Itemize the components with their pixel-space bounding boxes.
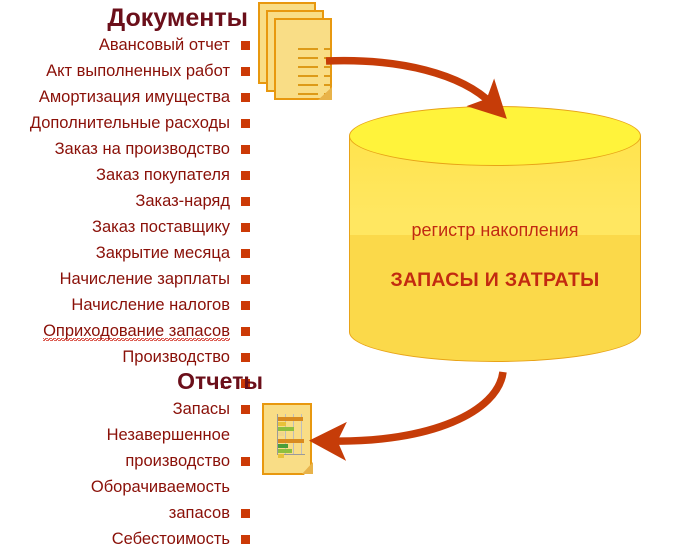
document-item-label: Заказ покупателя: [96, 166, 230, 184]
report-item: Себестоимость: [0, 526, 252, 552]
report-chart-bar: [278, 454, 285, 458]
document-item: Заказ на производство: [0, 136, 252, 162]
list-bullet-square-icon: [241, 535, 250, 544]
arrow-register-to-reports: [309, 371, 507, 461]
report-item-label: Незавершенное: [106, 426, 230, 444]
list-bullet-square-icon: [241, 67, 250, 76]
arrow-documents-to-register: [325, 56, 507, 119]
report-item-label: Оборачиваемость: [90, 478, 230, 496]
report-bar-chart: [272, 414, 306, 458]
report-sheet: [262, 403, 312, 475]
register-cylinder-bottom: [349, 302, 641, 362]
list-bullet-square-icon: [241, 405, 250, 414]
list-bullet-square-icon: [241, 41, 250, 50]
document-item-label: Заказ поставщику: [92, 218, 230, 236]
document-item: Начисление зарплаты: [0, 266, 252, 292]
list-bullet-square-icon: [241, 353, 250, 362]
document-item-label: Дополнительные расходы: [29, 114, 230, 132]
list-bullet-square-icon: [241, 301, 250, 310]
list-bullet-square-icon: [241, 93, 250, 102]
list-bullet-square-icon: [241, 171, 250, 180]
documents-heading: Документы: [107, 4, 248, 32]
document-item-label: Закрытие месяца: [95, 244, 230, 262]
report-item-label: запасов: [168, 504, 230, 522]
report-item-label: производство: [125, 452, 230, 470]
list-bullet-square-icon: [241, 327, 250, 336]
document-item: Амортизация имущества: [0, 84, 252, 110]
list-bullet-square-icon: [241, 145, 250, 154]
chart-y-axis: [277, 414, 278, 454]
list-bullet-square-icon: [241, 197, 250, 206]
list-bullet-square-icon: [241, 457, 250, 466]
list-bullet-square-icon: [241, 509, 250, 518]
report-chart-bar: [278, 417, 303, 421]
document-text-column-left: [298, 48, 318, 100]
register-cylinder: регистр накопления ЗАПАСЫ И ЗАТРАТЫ: [349, 106, 641, 362]
report-chart-bar: [278, 422, 287, 426]
chart-x-axis: [277, 454, 305, 455]
list-bullet-square-icon: [241, 379, 250, 388]
document-item-label: Заказ-наряд: [135, 192, 230, 210]
list-bullet-square-icon: [241, 119, 250, 128]
document-item: Авансовый отчет: [0, 32, 252, 58]
document-item: Заказ покупателя: [0, 162, 252, 188]
document-sheet-front: [274, 18, 332, 100]
report-chart-bar: [278, 427, 294, 431]
document-item-label: Оприходование запасов: [43, 322, 230, 342]
report-chart-bar: [278, 432, 284, 436]
report-chart-bar: [278, 444, 288, 448]
report-item: запасов: [0, 500, 252, 526]
document-item: Акт выполненных работ: [0, 58, 252, 84]
list-bullet-square-icon: [241, 275, 250, 284]
document-text-lines: [298, 48, 332, 100]
list-bullet-square-icon: [241, 223, 250, 232]
list-bullet-square-icon: [241, 249, 250, 258]
document-item-label: Авансовый отчет: [98, 36, 230, 54]
report-item: Запасы: [0, 396, 252, 422]
report-chart-icon: [262, 403, 313, 475]
document-item: Дополнительные расходы: [0, 110, 252, 136]
document-item: Закрытие месяца: [0, 240, 252, 266]
document-item: …: [0, 370, 252, 396]
document-item-label: Заказ на производство: [54, 140, 230, 158]
report-folded-corner-icon: [302, 462, 313, 474]
document-item-label: Начисление зарплаты: [59, 270, 230, 288]
report-item: производство: [0, 448, 252, 474]
report-item: Незавершенное: [0, 422, 252, 448]
document-item: Начисление налогов: [0, 292, 252, 318]
register-cylinder-body: [349, 136, 641, 332]
documents-stack-icon: [258, 2, 336, 100]
report-chart-bar: [278, 439, 304, 443]
document-item: Заказ-наряд: [0, 188, 252, 214]
document-item-label: Начисление налогов: [71, 296, 230, 314]
register-label-kind: регистр накопления: [411, 220, 579, 240]
report-chart-bar: [278, 449, 293, 453]
report-item-label: Себестоимость: [111, 530, 230, 548]
document-item: Оприходование запасов: [0, 318, 252, 344]
report-item: Оборачиваемость: [0, 474, 252, 500]
register-label-name: ЗАПАСЫ И ЗАТРАТЫ: [390, 269, 600, 291]
register-cylinder-top: [349, 106, 641, 166]
reports-heading: Отчеты: [177, 368, 263, 394]
document-item-label: Амортизация имущества: [38, 88, 230, 106]
document-item-label: …: [213, 374, 231, 392]
document-item-label: Производство: [122, 348, 230, 366]
document-item: Заказ поставщику: [0, 214, 252, 240]
document-item: Производство: [0, 344, 252, 370]
report-item-label: Запасы: [172, 400, 230, 418]
document-item-label: Акт выполненных работ: [46, 62, 230, 80]
